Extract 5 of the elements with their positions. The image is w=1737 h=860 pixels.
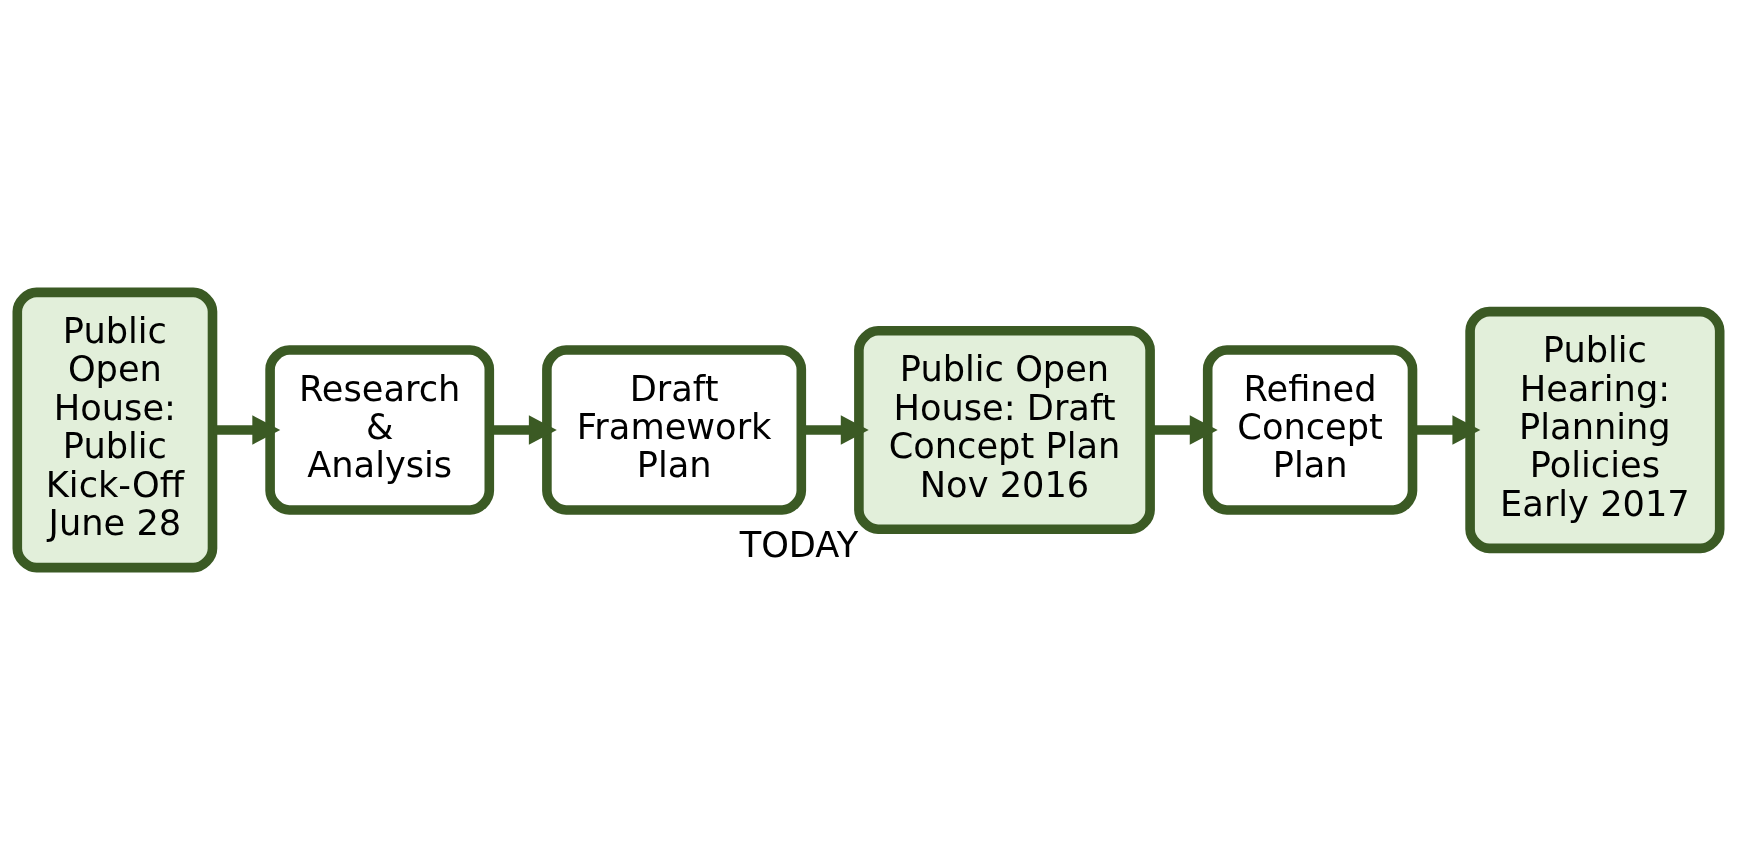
node-box: Research & Analysis — [265, 345, 495, 515]
node-box: Draft Framework Plan — [542, 345, 807, 515]
node-box: Refined Concept Plan — [1202, 345, 1418, 515]
node-box: Public Open House: Public Kick-Off June 28 — [12, 287, 218, 573]
node-box: Public Hearing: Planning Policies Early 2017 — [1465, 306, 1725, 554]
